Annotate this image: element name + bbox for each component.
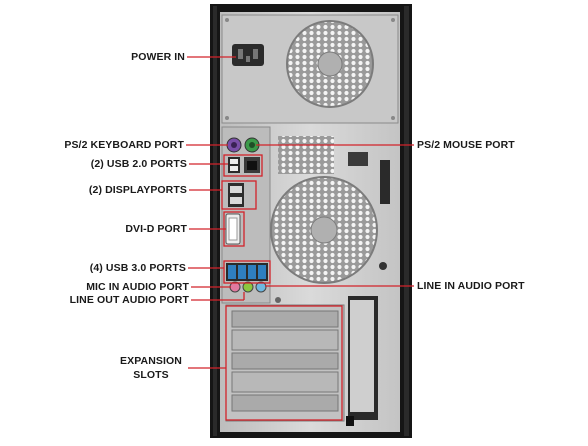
label-ps2-keyboard: PS/2 KEYBOARD PORT (64, 139, 184, 151)
callout-box-usb3 (223, 260, 271, 284)
label-expansion-line2: SLOTS (133, 369, 169, 381)
callout-lines (186, 56, 414, 369)
line-in-port (255, 281, 267, 293)
label-mic-in: MIC IN AUDIO PORT (86, 281, 189, 293)
label-expansion-line1: EXPANSION (120, 355, 182, 367)
label-line-out: LINE OUT AUDIO PORT (69, 294, 189, 306)
usb3-ports (226, 263, 268, 281)
label-displayports: (2) DISPLAYPORTS (88, 184, 187, 196)
label-dvi: DVI-D PORT (125, 223, 187, 235)
line-out-port (242, 281, 254, 293)
label-ps2-mouse: PS/2 MOUSE PORT (417, 139, 515, 151)
power-in-socket (232, 44, 264, 66)
label-power-in: POWER IN (131, 51, 185, 63)
callout-box-displayports (221, 180, 257, 210)
label-line-in: LINE IN AUDIO PORT (417, 280, 525, 292)
label-usb3: (4) USB 3.0 PORTS (89, 262, 186, 274)
callout-box-usb2 (223, 154, 263, 177)
callout-box-expansion (225, 305, 343, 421)
label-usb2: (2) USB 2.0 PORTS (90, 158, 187, 170)
callout-box-dvi (223, 211, 245, 247)
